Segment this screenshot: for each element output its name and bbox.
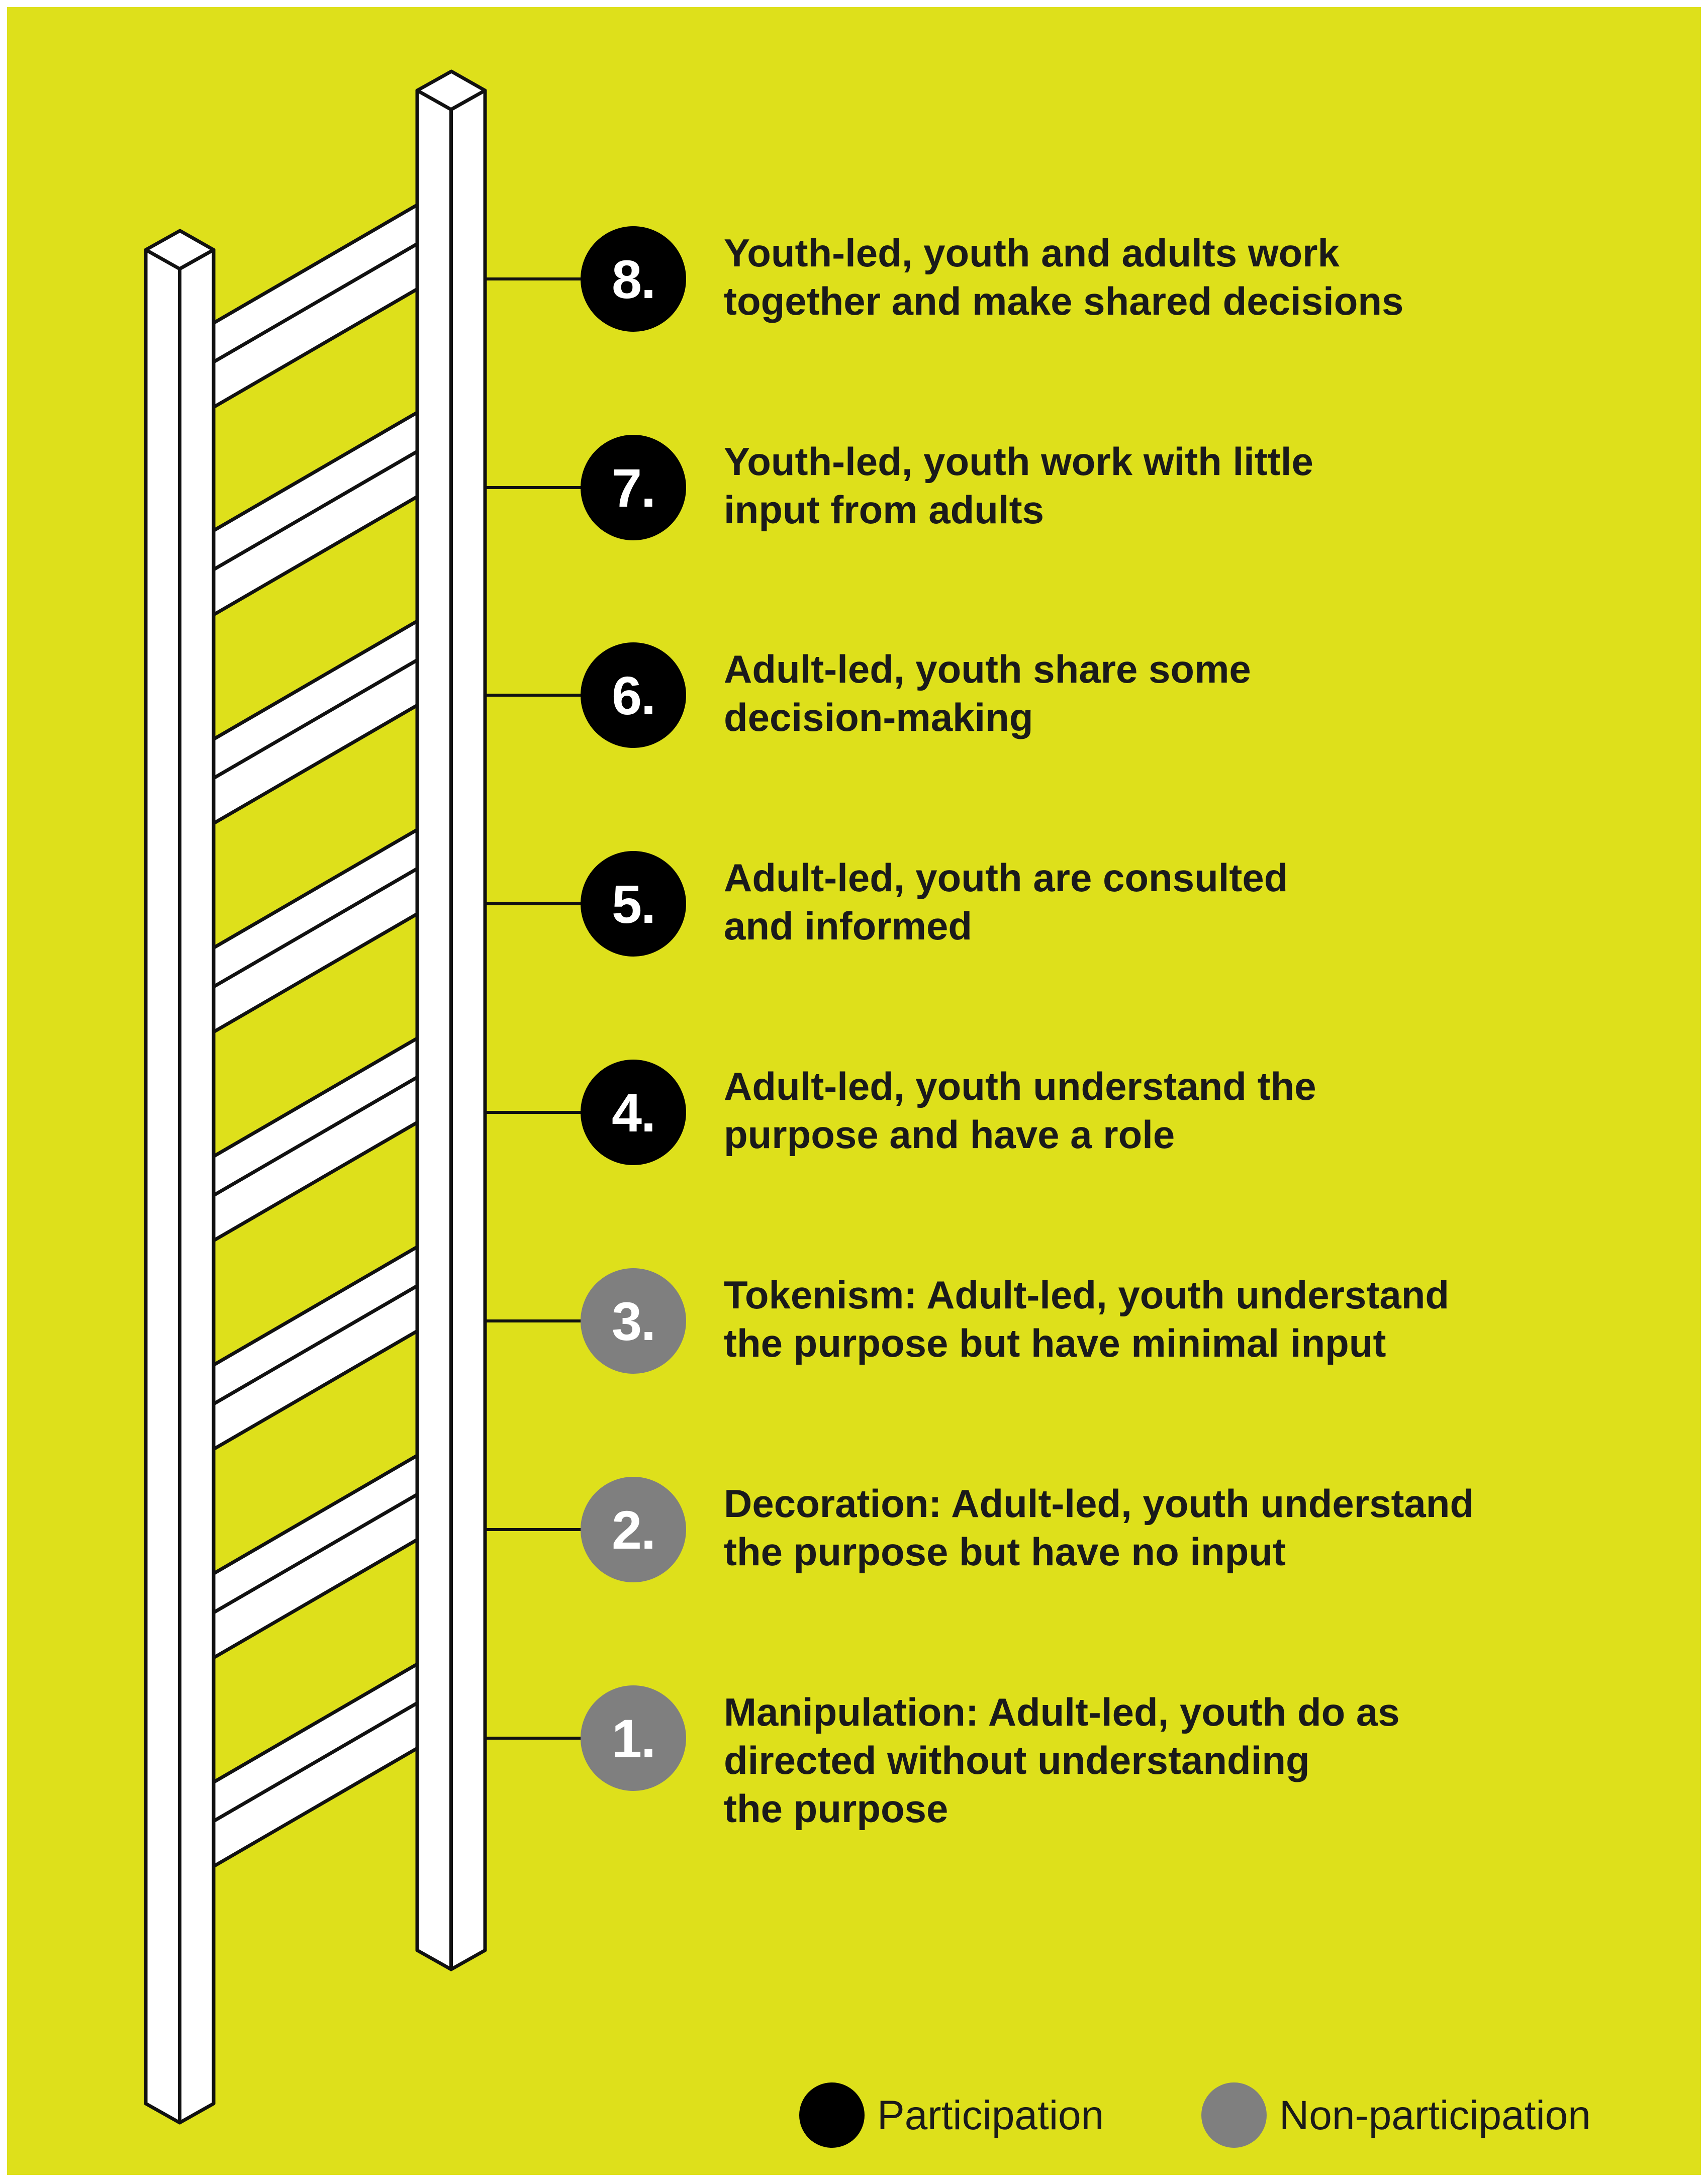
- ladder-left-rail-face: [144, 248, 181, 2125]
- rung-connector-line: [485, 486, 586, 489]
- rung-number-badge: 7.: [581, 435, 686, 540]
- rung-number-badge: 4.: [581, 1060, 686, 1165]
- participation-legend-label: Participation: [877, 2093, 1104, 2138]
- non-participation-legend-label: Non-participation: [1279, 2093, 1591, 2138]
- rung-connector-line: [485, 1737, 586, 1740]
- non-participation-legend-dot: [1201, 2082, 1267, 2148]
- rung-description: Adult-led, youth understand the purpose …: [724, 1064, 1316, 1157]
- rung-connector-line: [485, 1319, 586, 1322]
- rung-number-badge: 5.: [581, 851, 686, 957]
- rung-connector-line: [485, 1111, 586, 1114]
- ladder-left-rail-side: [178, 248, 216, 2125]
- ladder-right-rail-side: [449, 88, 487, 1971]
- rung-number-badge: 2.: [581, 1477, 686, 1582]
- ladder-right-rail-face: [415, 88, 453, 1971]
- rung-number-badge: 3.: [581, 1268, 686, 1374]
- rung-description: Manipulation: Adult-led, youth do as dir…: [724, 1690, 1400, 1831]
- rung-connector-line: [485, 694, 586, 697]
- rung-number-badge: 1.: [581, 1685, 686, 1791]
- rung-number-badge: 6.: [581, 642, 686, 748]
- rung-description: Youth-led, youth work with little input …: [724, 439, 1313, 532]
- rung-connector-line: [485, 902, 586, 905]
- rung-description: Tokenism: Adult-led, youth understand th…: [724, 1273, 1449, 1365]
- rung-connector-line: [485, 277, 586, 280]
- rung-number-badge: 8.: [581, 226, 686, 332]
- rung-description: Adult-led, youth share some decision-mak…: [724, 647, 1251, 739]
- rung-description: Decoration: Adult-led, youth understand …: [724, 1481, 1474, 1574]
- rung-description: Youth-led, youth and adults work togethe…: [724, 231, 1404, 323]
- rung-description: Adult-led, youth are consulted and infor…: [724, 856, 1288, 948]
- participation-legend-dot: [799, 2082, 865, 2148]
- rung-connector-line: [485, 1528, 586, 1531]
